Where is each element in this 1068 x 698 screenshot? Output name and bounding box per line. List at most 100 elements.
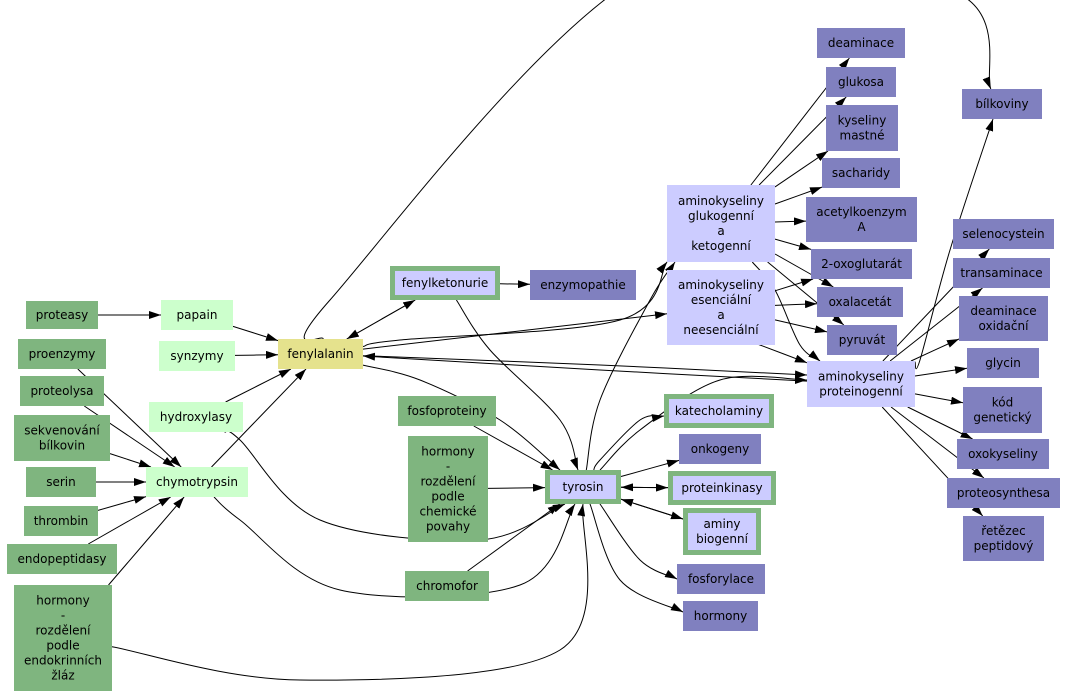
node-oxokyseliny: oxokyseliny: [957, 439, 1049, 469]
node-label-line: glycin: [985, 356, 1021, 370]
node-box: [806, 197, 917, 242]
edge-amk-proteinogenni-to-proteosynthesa: [890, 406, 985, 479]
node-label-line: neesenciální: [683, 323, 759, 337]
node-inner-box: [673, 476, 771, 500]
node-label-line: pyruvát: [839, 333, 886, 347]
edge-amk-proteinogenni-to-glycin: [914, 366, 968, 377]
edge-thrombin-to-chymotrypsin: [97, 496, 147, 511]
node-box: [161, 300, 233, 330]
edge-fenylalanin-to-amk-proteinogenni: [362, 355, 808, 379]
edge-hormony-endokrinni-to-chymotrypsin: [108, 496, 185, 586]
node-label-line: žláz: [51, 669, 74, 683]
edge-amk-glukogenni-to-kyseliny-mastne: [774, 150, 829, 188]
node-proteasy: proteasy: [26, 301, 98, 329]
node-onkogeny: onkogeny: [679, 434, 761, 464]
node-deaminace: deaminace: [817, 28, 905, 58]
node-label-line: katecholaminy: [675, 404, 763, 418]
node-label-line: oxidační: [979, 319, 1030, 333]
node-label-line: fosfoproteiny: [407, 404, 486, 418]
node-label-line: proteosynthesa: [957, 486, 1050, 500]
node-label-line: proteinkinasy: [681, 481, 762, 495]
node-box: [398, 396, 496, 426]
edge-amk-glukogenni-to-glukosa: [758, 96, 847, 186]
edge-chromofor-to-tyrosin: [467, 503, 560, 572]
edge-amk-esencialni-to-pyruvat: [774, 319, 828, 334]
node-label-line: thrombin: [34, 514, 89, 528]
edge-amk-glukogenni-to-acetylkoenzym: [774, 217, 807, 226]
node-label-line: chymotrypsin: [156, 475, 238, 489]
node-box: [14, 585, 112, 691]
node-glycin: glycin: [967, 348, 1039, 378]
edge-amk-esencialni-to-oxoglutarat: [774, 278, 814, 292]
edge-amk-proteinogenni-to-oxokyseliny: [907, 406, 973, 440]
node-label-line: proteolysa: [30, 384, 93, 398]
edge-hormony-endokrinni-to-tyrosin: [111, 503, 589, 681]
edge-fenylalanin-to-bilkoviny: [303, 0, 992, 341]
node-label-line: peptidový: [974, 539, 1034, 553]
node-box: [146, 467, 248, 497]
node-label-line: povahy: [426, 520, 470, 534]
node-box: [24, 506, 98, 536]
node-label-line: genetický: [973, 411, 1031, 425]
node-synzymy: synzymy: [159, 341, 235, 371]
node-label-line: -: [61, 609, 65, 623]
node-inner-box: [688, 513, 756, 550]
edge-hydroxylasy-to-tyrosin: [224, 430, 566, 542]
node-label-line: mastné: [840, 129, 885, 143]
edge-tyrosin-to-fosforylace: [596, 499, 678, 580]
node-label-line: endopeptidasy: [18, 552, 107, 566]
edge-amk-glukogenni-to-pyruvat: [767, 261, 845, 326]
node-fenylketonurie: fenylketonurie: [390, 266, 500, 300]
node-label-line: proteasy: [36, 308, 88, 322]
node-label-line: aminy: [703, 517, 740, 531]
edge-amk-esencialni-to-amk-proteinogenni: [756, 343, 808, 364]
edge-tyrosin-to-katecholaminy: [593, 414, 665, 471]
node-selenocystein: selenocystein: [953, 219, 1054, 249]
edge-amk-glukogenni-to-oxoglutarat: [774, 238, 812, 250]
node-box: [677, 564, 765, 594]
node-box: [817, 287, 903, 317]
node-label-line: kyseliny: [838, 114, 887, 128]
node-fosfoproteiny: fosfoproteiny: [398, 396, 496, 426]
node-label-line: selenocystein: [962, 227, 1044, 241]
node-label-line: chemické: [419, 505, 476, 519]
edge-fosfoproteiny-to-tyrosin: [473, 425, 553, 471]
node-pyruvat: pyruvát: [827, 325, 897, 355]
node-glukosa: glukosa: [826, 67, 896, 97]
node-label-line: chromofor: [416, 579, 478, 593]
node-box: [26, 301, 98, 329]
node-box: [817, 28, 905, 58]
node-label-line: glukogenní: [688, 209, 755, 223]
node-oxoglutarat: 2-oxoglutarát: [811, 249, 912, 279]
edge-tyrosin-to-amk-glukogenni: [585, 261, 676, 471]
node-box: [20, 376, 104, 406]
node-label-line: proteinogenní: [819, 385, 903, 399]
node-label-line: -: [446, 460, 450, 474]
node-box: [405, 571, 489, 601]
edge-synzymy-to-fenylalanin: [234, 350, 279, 359]
edge-hydroxylasy-to-fenylalanin: [225, 368, 292, 403]
node-label-line: ketogenní: [691, 239, 751, 253]
edge-amk-proteinogenni-to-fenylalanin: [362, 352, 808, 382]
node-label-line: hormony: [421, 445, 474, 459]
node-endopeptidasy: endopeptidasy: [7, 544, 117, 574]
edge-tyrosin-to-onkogeny: [620, 459, 680, 477]
node-box: [962, 89, 1042, 119]
node-proteinkinasy: proteinkinasy: [668, 471, 776, 505]
edge-papain-to-fenylalanin: [232, 325, 279, 342]
node-label-line: papain: [177, 308, 218, 322]
node-box: [278, 339, 363, 369]
node-box: [7, 544, 117, 574]
node-inner-box: [669, 399, 769, 423]
edge-sekvenovani-to-chymotrypsin: [109, 453, 152, 468]
node-label-line: hormony: [694, 609, 747, 623]
node-fenylalanin: fenylalanin: [278, 339, 363, 369]
node-tyrosin: tyrosin: [545, 470, 621, 504]
